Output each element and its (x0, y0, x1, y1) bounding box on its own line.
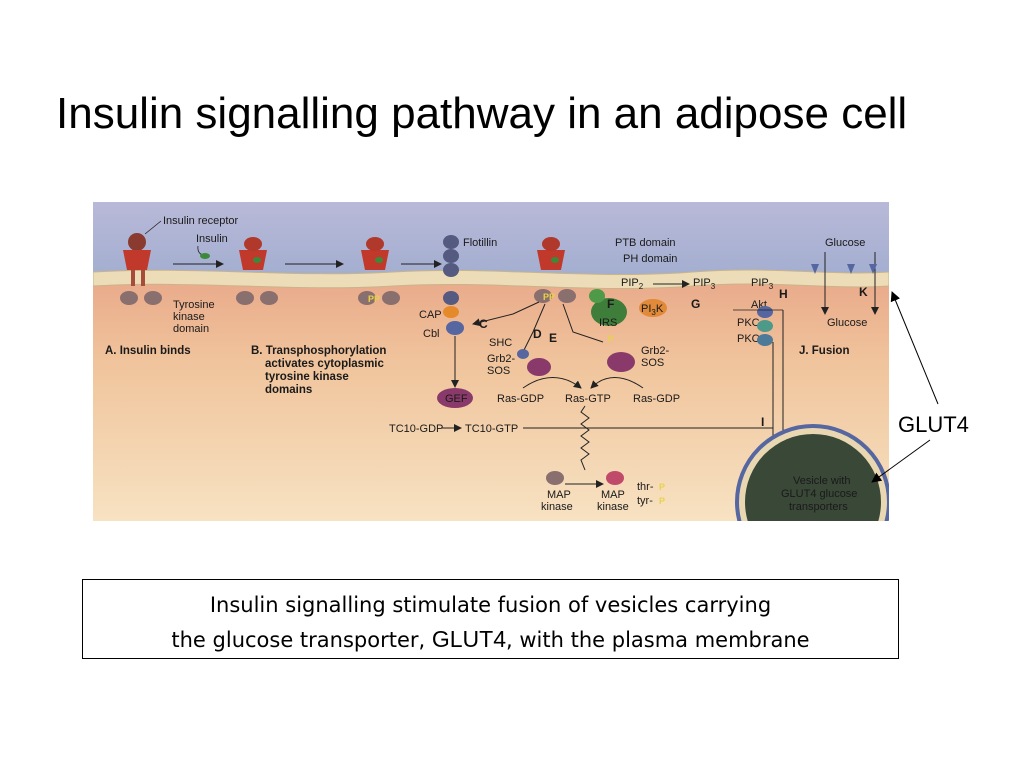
pip2-label: PIP2 (621, 277, 644, 291)
ras-gtp-label: Ras-GTP (565, 393, 611, 405)
insulin-receptor-label: Insulin receptor (163, 215, 239, 227)
svg-text:P: P (659, 496, 665, 506)
step-a-label: A. Insulin binds (105, 345, 191, 357)
insulin-receptor-b2: PP (358, 237, 400, 305)
flotillin-cap-cbl (443, 235, 464, 335)
glucose-bottom-label: Glucose (827, 317, 867, 329)
pi3k-label: PI3K (641, 303, 664, 317)
pip3-label: PIP3 (693, 277, 716, 291)
map-kinase-right-2: kinase (597, 501, 629, 513)
irs-label: IRS (599, 317, 617, 329)
step-letter-i: I (761, 415, 764, 429)
pkc-2-label: PKC (737, 333, 760, 345)
step-letter-f: F (607, 297, 614, 311)
glut4-label: GLUT4 (898, 412, 969, 437)
step-b-label-4: domains (265, 384, 312, 396)
gef-label: GEF (445, 393, 468, 405)
extracellular-space (93, 202, 889, 277)
map-kinase-left-1: MAP (547, 489, 571, 501)
glucose-top-label: Glucose (825, 237, 865, 249)
caption-glut4: GLUT4 (431, 626, 507, 652)
glut4-membrane-transporters (811, 264, 877, 274)
step-letter-c: C (479, 317, 488, 331)
irs-pi3k-complex (589, 289, 667, 326)
cbl-label: Cbl (423, 328, 440, 340)
flotillin-label: Flotillin (463, 237, 497, 249)
thr-label: thr- (637, 481, 654, 493)
shc-label: SHC (489, 337, 512, 349)
ptb-domain-label: PTB domain (615, 237, 676, 249)
svg-text:P: P (659, 482, 665, 492)
tc10-gtp-label: TC10-GTP (465, 423, 518, 435)
step-letter-d: D (533, 327, 542, 341)
step-letter-h: H (779, 287, 788, 301)
step-b-label-3: tyrosine kinase (265, 371, 349, 383)
glut4-callout-arrows (871, 291, 939, 483)
pkc-1-label: PKC (737, 317, 760, 329)
step-b-label-2: activates cytoplasmic (265, 358, 385, 370)
insulin-receptor-b1 (236, 237, 278, 305)
caption-line-1: Insulin signalling stimulate fusion of v… (209, 593, 772, 617)
map-kinase-right-1: MAP (601, 489, 625, 501)
grb2-sos-left-1: Grb2- (487, 353, 515, 365)
tyrosine-kinase-label-1: Tyrosine (173, 299, 215, 311)
insulin-receptor-center: PP (534, 237, 576, 303)
slide-title: Insulin signalling pathway in an adipose… (56, 89, 908, 138)
cap-label: CAP (419, 309, 442, 321)
caption-box: Insulin signalling stimulate fusion of v… (82, 579, 899, 659)
caption-line-2: the glucose transporter, GLUT4, with the… (83, 622, 898, 657)
gef-protein (437, 388, 473, 408)
j-fusion-label: J. Fusion (799, 345, 849, 357)
caption-line-2-after: , with the plasma membrane (506, 628, 810, 652)
vesicle-label-3: transporters (789, 501, 848, 513)
svg-text:PP: PP (368, 294, 380, 304)
step-letter-e: E (549, 331, 557, 345)
tc10-gdp-label: TC10-GDP (389, 423, 443, 435)
tyr-label: tyr- (637, 495, 653, 507)
ras-gdp-left-label: Ras-GDP (497, 393, 544, 405)
insulin-label: Insulin (196, 233, 228, 245)
map-kinase-left-2: kinase (541, 501, 573, 513)
tyrosine-kinase-label-3: domain (173, 323, 209, 335)
caption-line-2-before: the glucose transporter, (171, 628, 432, 652)
vesicle-label-2: GLUT4 glucose (781, 488, 857, 500)
pathway-diagram: Insulin receptor Insulin Tyrosine kinase… (93, 202, 889, 521)
svg-text:PP: PP (543, 292, 555, 302)
vesicle-label-1: Vesicle with (793, 475, 850, 487)
grb2-sos-right-1: Grb2- (641, 345, 669, 357)
grb2-sos-right-2: SOS (641, 357, 664, 369)
step-letter-g: G (691, 297, 700, 311)
step-b-label-1: B. Transphosphorylation (251, 345, 386, 357)
plasma-membrane (93, 269, 889, 290)
ph-domain-label: PH domain (623, 253, 677, 265)
insulin-receptor-a (120, 233, 162, 305)
grb2-sos-left-2: SOS (487, 365, 510, 377)
svg-text:P: P (608, 334, 614, 344)
pip3-right-label: PIP3 (751, 277, 774, 291)
tyrosine-kinase-label-2: kinase (173, 311, 205, 323)
step-letter-k: K (859, 285, 868, 299)
glut4-vesicle (735, 424, 889, 521)
ras-gdp-right-label: Ras-GDP (633, 393, 680, 405)
